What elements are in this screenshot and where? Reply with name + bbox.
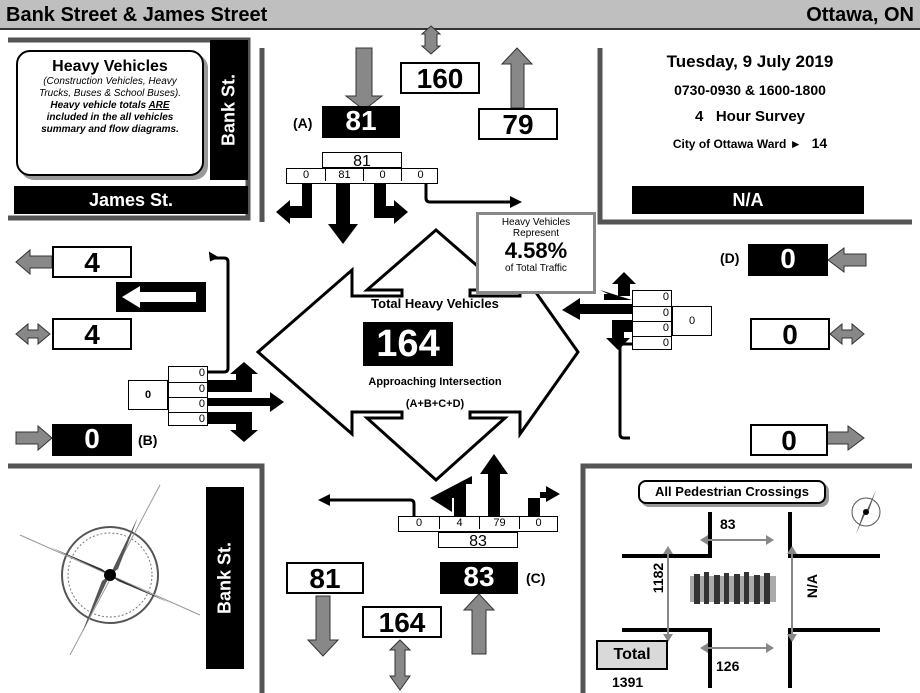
ped-south-count: 126 (716, 658, 739, 674)
ped-east-count: N/A (804, 566, 820, 606)
ped-total-value: 1391 (612, 674, 643, 690)
ped-west-count: 1182 (650, 558, 666, 598)
pedestrians-icon (690, 572, 776, 604)
ped-north-count: 83 (720, 516, 736, 532)
ped-total-label: Total (596, 640, 668, 670)
